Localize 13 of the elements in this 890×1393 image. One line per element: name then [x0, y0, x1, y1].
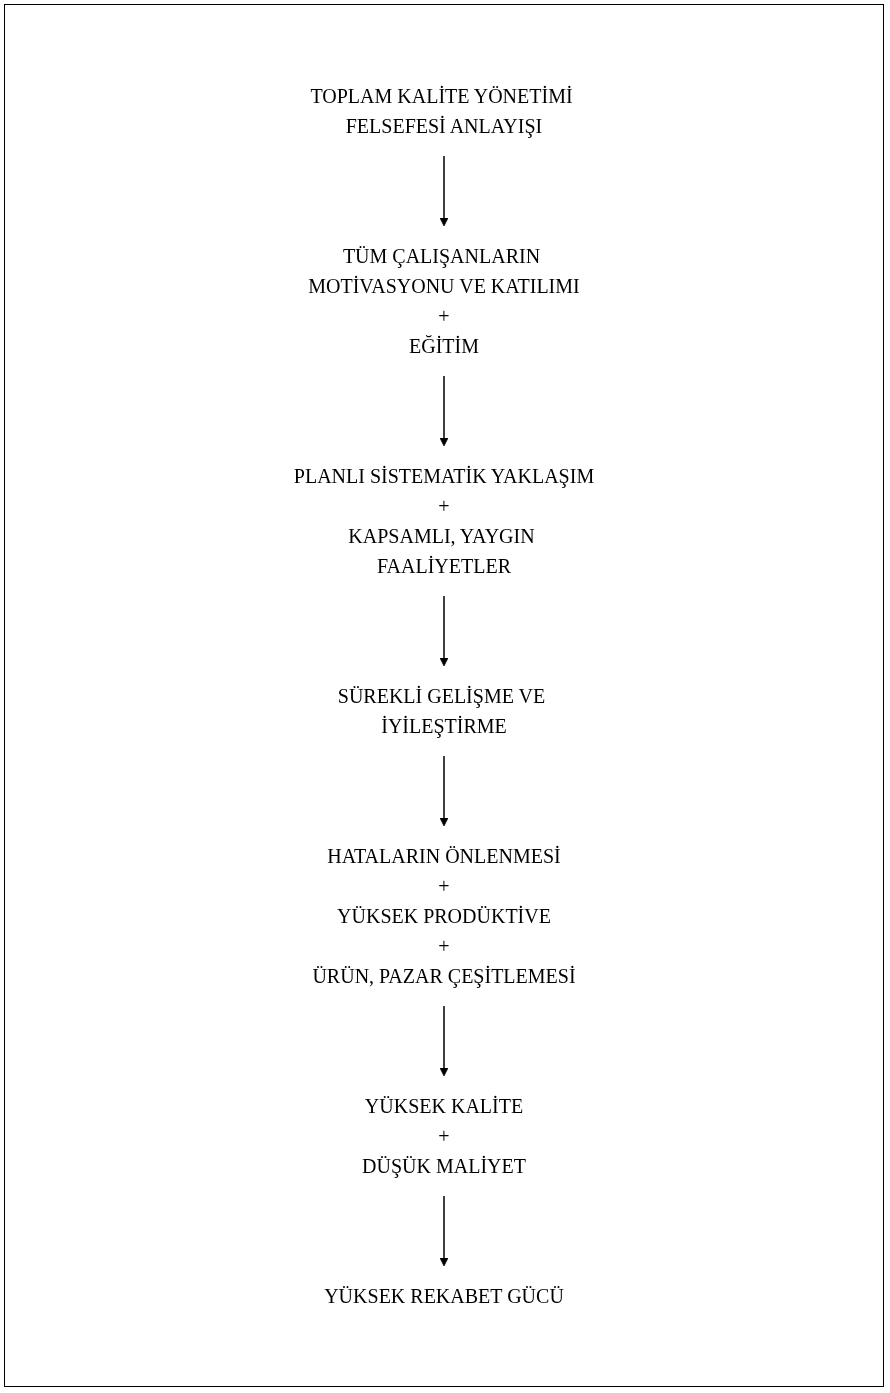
arrow: [439, 1004, 449, 1076]
node-text: TÜM ÇALIŞANLARIN MOTİVASYONU VE KATILIMI + EĞİTİM: [308, 244, 580, 357]
node-text: HATALARIN ÖNLENMESİ + YÜKSEK PRODÜKTİVE + ÜRÜN, PAZAR ÇEŞİTLEMESİ: [312, 844, 576, 987]
arrow: [439, 594, 449, 666]
node-text: SÜREKLİ GELİŞME VE İYİLEŞTİRME: [337, 684, 546, 737]
arrow: [439, 154, 449, 226]
node-text: TOPLAM KALİTE YÖNETİMİ FELSEFESİ ANLAYIŞI: [310, 84, 573, 137]
arrow: [439, 1194, 449, 1266]
arrow: [439, 374, 449, 446]
arrow: [439, 754, 449, 826]
node-text: YÜKSEK KALİTE + DÜŞÜK MALİYET: [362, 1094, 526, 1177]
node-text: PLANLI SİSTEMATİK YAKLAŞIM + KAPSAMLI, YAYGIN FAALİYETLER: [293, 464, 595, 577]
node-text: YÜKSEK REKABET GÜCÜ: [324, 1284, 564, 1307]
